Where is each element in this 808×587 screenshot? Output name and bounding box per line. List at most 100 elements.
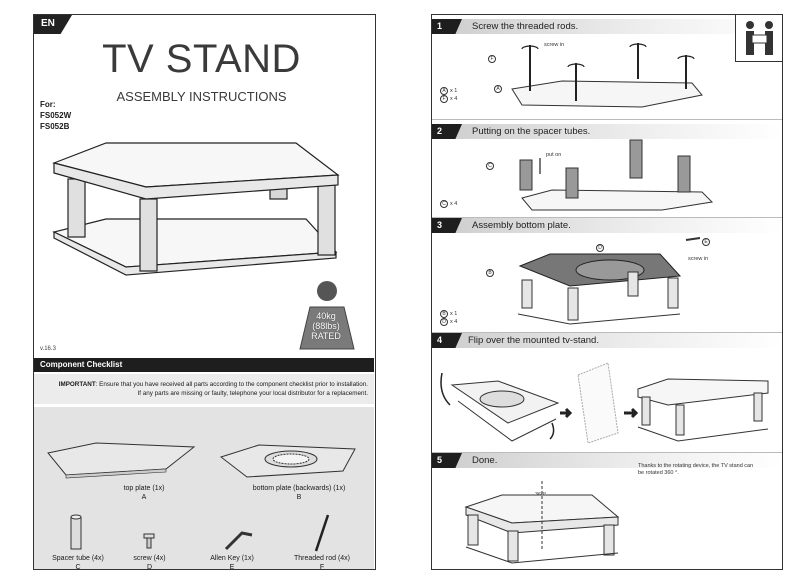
model-list: For: FS052W FS052B xyxy=(40,99,71,132)
step-2-callout: put on xyxy=(546,152,562,158)
part-f-label: Threaded rod (4x) F xyxy=(284,554,360,572)
step-2-header: 2 Putting on the spacer tubes. xyxy=(432,124,782,139)
step-3-text: Assembly bottom plate. xyxy=(472,220,571,231)
step-5-illustration xyxy=(464,481,620,564)
part-c-letter: C xyxy=(75,564,81,571)
step-1-number: 1 xyxy=(432,19,462,34)
step-4-number: 4 xyxy=(432,333,462,348)
label-e-circle: E xyxy=(702,238,710,246)
part-d-name: screw (4x) xyxy=(133,555,166,562)
checklist-header: Component Checklist xyxy=(34,358,374,372)
qty-b-letter: B xyxy=(440,310,448,318)
weight-rated: RATED xyxy=(311,331,341,341)
model-black: FS052B xyxy=(40,122,70,131)
step-5-header: 5 Done. xyxy=(432,453,782,468)
part-b-label: bottom plate (backwards) (1x) B xyxy=(234,484,364,502)
part-a-label: top plate (1x) A xyxy=(104,484,184,502)
step-3-number: 3 xyxy=(432,218,462,233)
part-d-letter: D xyxy=(146,564,153,571)
step-3: 3 Assembly bottom plate. screw in D E B … xyxy=(432,218,782,333)
step-2-text: Putting on the spacer tubes. xyxy=(472,126,591,137)
step-4-illustration xyxy=(440,362,769,444)
part-a-name: top plate (1x) xyxy=(123,485,165,492)
label-a-circle: A xyxy=(494,85,502,93)
spacer-tube-image xyxy=(70,514,82,550)
step-1-label-a: A xyxy=(494,85,504,93)
threaded-rod-image xyxy=(314,514,330,552)
part-b-name: bottom plate (backwards) (1x) xyxy=(252,485,346,492)
step-2: 2 Putting on the spacer tubes. put on C … xyxy=(432,120,782,218)
step-4: 4 Flip over the mounted tv-stand. xyxy=(432,333,782,453)
step-3-label-d: D xyxy=(596,244,606,252)
step-1-text: Screw the threaded rods. xyxy=(472,21,579,32)
step-4-header: 4 Flip over the mounted tv-stand. xyxy=(432,333,782,348)
step-3-illustration xyxy=(517,237,701,325)
step-5-number: 5 xyxy=(432,453,462,468)
step-2-number: 2 xyxy=(432,124,462,139)
step-5-text: Done. xyxy=(472,455,498,466)
step-2-label-c: C xyxy=(486,162,496,170)
weight-rating-icon xyxy=(299,281,355,350)
part-e-name: Allen Key (1x) xyxy=(210,555,254,562)
qty-b-count: x 1 xyxy=(450,311,458,317)
qty-a-count: x 1 xyxy=(450,88,458,94)
people-icon xyxy=(746,21,773,55)
qty-f-letter: F xyxy=(440,95,448,103)
steps-page: 1 Screw the threaded rods. screw in F A … xyxy=(431,14,783,570)
part-f-letter: F xyxy=(319,564,325,571)
qty-d-count: x 4 xyxy=(450,319,458,325)
step-3-header: 3 Assembly bottom plate. xyxy=(432,218,782,233)
weight-lbs: (88lbs) xyxy=(312,321,340,331)
weight-rating-text: 40kg (88lbs) RATED xyxy=(296,311,356,341)
step-1-illustration xyxy=(511,43,703,108)
page-subtitle: ASSEMBLY INSTRUCTIONS xyxy=(116,89,287,104)
step-1-header: 1 Screw the threaded rods. xyxy=(432,19,782,34)
step-3-label-b: B xyxy=(486,269,496,277)
tv-stand-illustration xyxy=(52,142,340,276)
qty-c-letter: C xyxy=(440,200,448,208)
cover-page: EN TV STAND ASSEMBLY INSTRUCTIONS For: F… xyxy=(33,14,376,572)
step-2-illustration xyxy=(519,139,714,211)
step-1: 1 Screw the threaded rods. screw in F A … xyxy=(432,15,782,120)
model-white: FS052W xyxy=(40,111,72,120)
top-plate-image xyxy=(47,442,196,479)
language-badge: EN xyxy=(34,15,72,34)
rotation-note: Thanks to the rotating device, the TV st… xyxy=(638,463,754,476)
label-c-circle: C xyxy=(486,162,494,170)
important-text-2: If any parts are missing or faulty, tele… xyxy=(137,390,368,397)
part-c-label: Spacer tube (4x) C xyxy=(38,554,118,572)
two-person-icon xyxy=(735,15,782,62)
important-notice: IMPORTANT: Ensure that you have received… xyxy=(34,374,374,404)
weight-kg: 40kg xyxy=(316,311,336,321)
label-d-circle: D xyxy=(596,244,604,252)
step-5: 5 Done. 360° Thanks to the rotating devi… xyxy=(432,453,782,569)
allen-key-image xyxy=(224,531,253,551)
qty-f-count: x 4 xyxy=(450,96,458,102)
version-label: v.16.3 xyxy=(40,346,56,352)
part-c-name: Spacer tube (4x) xyxy=(52,555,104,562)
part-f-name: Threaded rod (4x) xyxy=(293,555,351,562)
step-1-label-f: F xyxy=(488,55,498,63)
qty-d-letter: D xyxy=(440,318,448,326)
important-text-1: : Ensure that you have received all part… xyxy=(95,381,368,388)
step-1-callout: screw in xyxy=(544,42,565,48)
step-3-label-e: E xyxy=(702,238,712,246)
step-3-callout: screw in xyxy=(688,256,709,262)
label-f-circle: F xyxy=(488,55,496,63)
qty-c-count: x 4 xyxy=(450,201,458,207)
label-b-circle: B xyxy=(486,269,494,277)
bottom-plate-image xyxy=(219,444,356,478)
component-checklist: top plate (1x) A bottom plate (backwards… xyxy=(34,407,374,572)
important-label: IMPORTANT xyxy=(58,381,96,388)
step-4-text: Flip over the mounted tv-stand. xyxy=(468,335,599,346)
part-d-label: screw (4x) D xyxy=(122,554,177,572)
qty-a-letter: A xyxy=(440,87,448,95)
